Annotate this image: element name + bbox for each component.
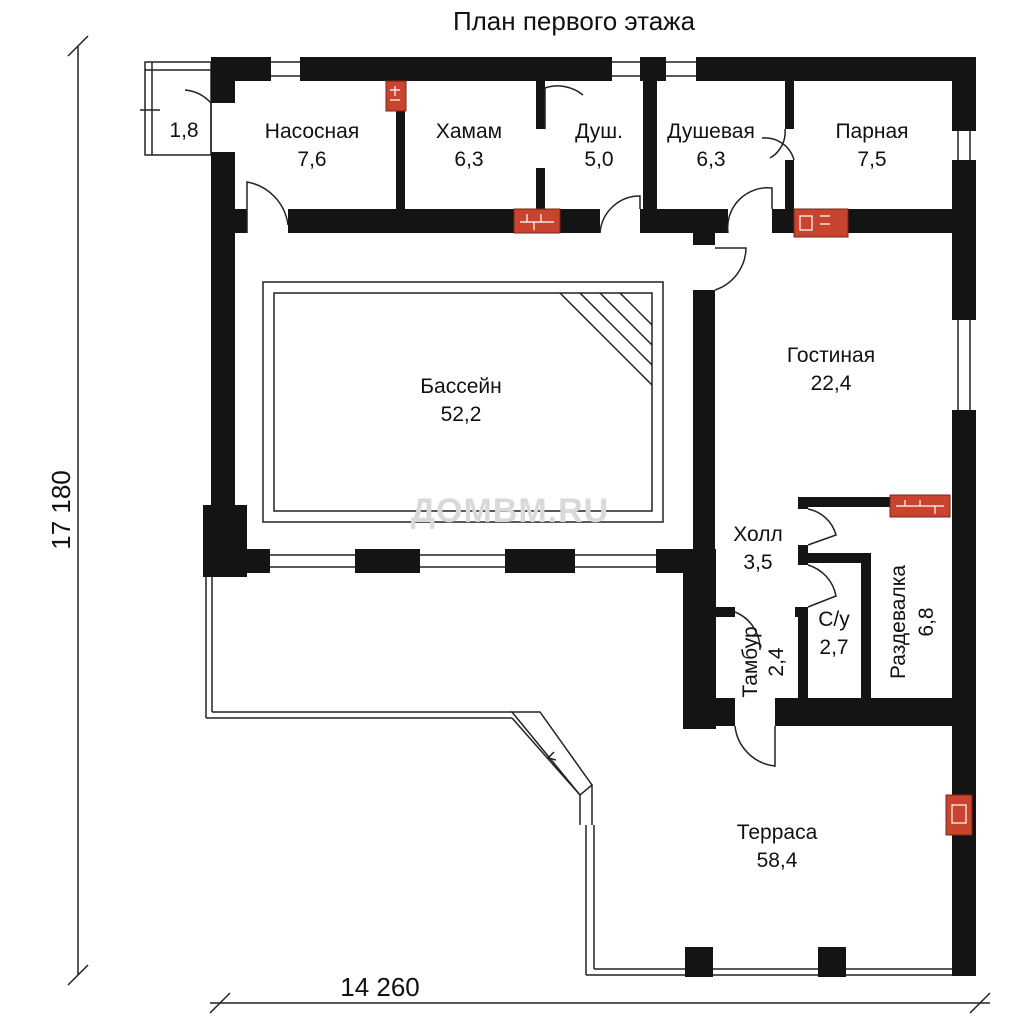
interior-walls — [235, 81, 952, 977]
room-hamam-area: 6,3 — [454, 148, 483, 171]
width-dimension-label: 14 260 — [340, 972, 420, 1002]
room-gostinaya: Гостиная 22,4 — [787, 344, 875, 395]
stove-parnaya — [793, 208, 849, 238]
room-nasosnaya: Насосная 7,6 — [265, 120, 359, 171]
room-dushevaya: Душевая 6,3 — [667, 120, 755, 171]
room-su-area: 2,7 — [819, 636, 848, 659]
room-dush-name: Душ. — [575, 120, 623, 143]
room-holl-area: 3,5 — [743, 551, 772, 574]
room-tambur-name: Тамбур — [739, 626, 762, 697]
room-basseyn-area: 52,2 — [441, 403, 482, 426]
room-dush: Душ. 5,0 — [575, 120, 623, 171]
room-dushevaya-name: Душевая — [667, 120, 755, 143]
height-dimension: 17 180 — [46, 35, 89, 986]
porch-area: 1,8 — [169, 119, 198, 142]
room-razdevalka: Раздевалка 6,8 — [887, 565, 938, 679]
room-razdevalka-name: Раздевалка — [887, 565, 910, 679]
stove-terrasa — [945, 794, 973, 836]
stoves — [385, 80, 973, 836]
room-holl: Холл 3,5 — [733, 523, 783, 574]
room-gostinaya-name: Гостиная — [787, 344, 875, 367]
room-nasosnaya-name: Насосная — [265, 120, 359, 143]
terrace-outline — [205, 577, 952, 976]
room-hamam: Хамам 6,3 — [436, 120, 502, 171]
exterior-walls — [203, 57, 976, 976]
room-terrasa-name: Терраса — [737, 821, 818, 844]
room-terrasa: Терраса 58,4 — [737, 821, 818, 872]
pool-bottom-wall — [235, 549, 716, 573]
plan-title: План первого этажа — [453, 6, 696, 36]
room-parnaya: Парная 7,5 — [835, 120, 908, 171]
room-gostinaya-area: 22,4 — [811, 372, 852, 395]
porch: 1,8 — [140, 61, 212, 156]
room-su-name: С/у — [818, 608, 850, 631]
pool — [262, 281, 664, 523]
room-razdevalka-area: 6,8 — [915, 607, 938, 636]
watermark: ДОМВМ.RU — [411, 492, 609, 530]
stove-nasosnaya — [385, 80, 407, 112]
stove-razdevalka — [889, 494, 951, 518]
room-dushevaya-area: 6,3 — [696, 148, 725, 171]
room-dush-area: 5,0 — [584, 148, 613, 171]
room-hamam-name: Хамам — [436, 120, 502, 143]
height-dimension-label: 17 180 — [46, 470, 76, 550]
room-parnaya-name: Парная — [835, 120, 908, 143]
doors — [184, 85, 837, 767]
room-parnaya-area: 7,5 — [857, 148, 886, 171]
room-tambur-area: 2,4 — [765, 647, 788, 677]
room-holl-name: Холл — [733, 523, 783, 546]
room-basseyn-name: Бассейн — [420, 375, 501, 398]
stove-hamam — [513, 208, 561, 234]
room-tambur: Тамбур 2,4 — [739, 626, 788, 697]
room-basseyn: Бассейн 52,2 — [420, 375, 501, 426]
room-terrasa-area: 58,4 — [757, 849, 798, 872]
room-su: С/у 2,7 — [818, 608, 850, 659]
width-dimension: 14 260 — [209, 972, 991, 1014]
room-nasosnaya-area: 7,6 — [297, 148, 326, 171]
